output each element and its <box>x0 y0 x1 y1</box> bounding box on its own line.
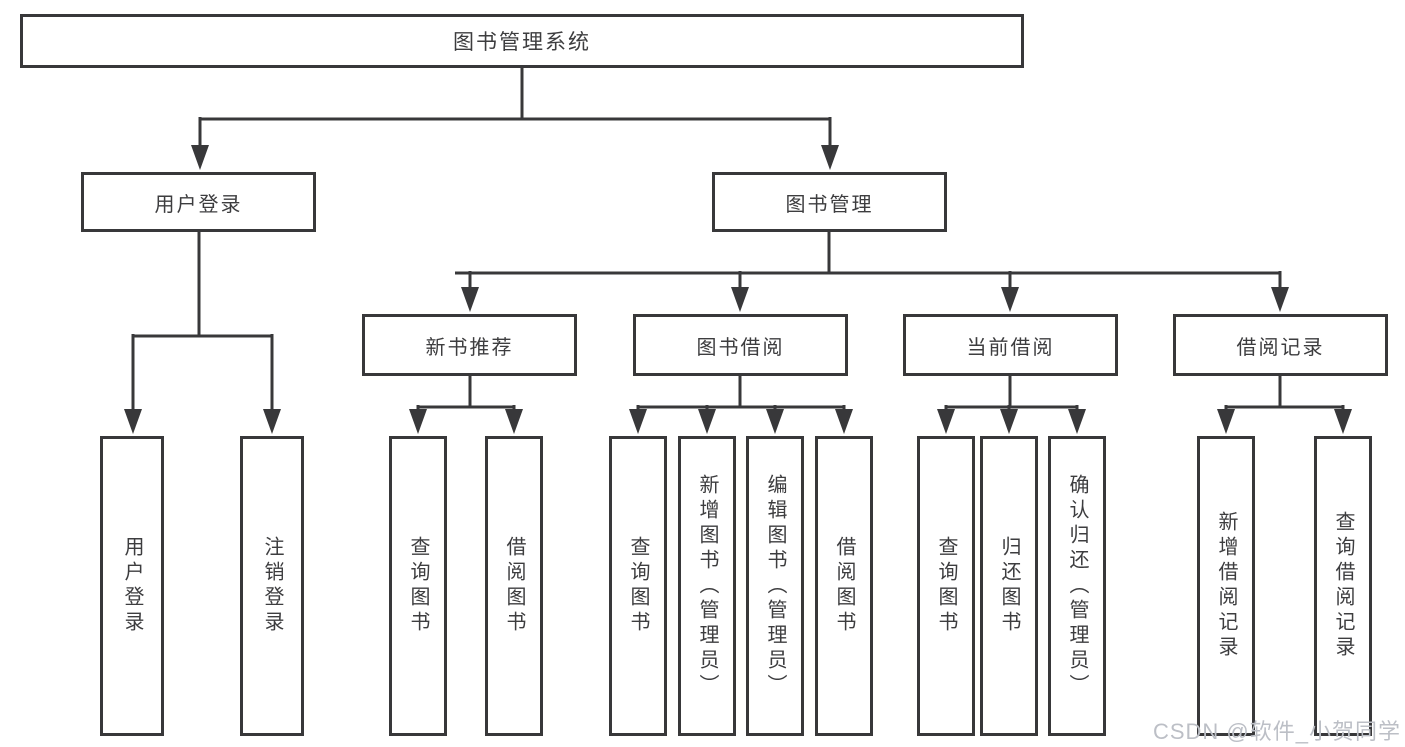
node-leaf-query-books-2: 查询图书 <box>609 436 667 736</box>
node-leaf-edit-book-admin-label: 编辑图书（管理员） <box>764 473 786 699</box>
node-leaf-edit-book-admin: 编辑图书（管理员） <box>746 436 804 736</box>
node-leaf-query-books-2-label: 查询图书 <box>627 536 649 636</box>
node-leaf-add-book-admin-label: 新增图书（管理员） <box>696 473 718 699</box>
node-leaf-query-borrow-record-label: 查询借阅记录 <box>1332 511 1354 661</box>
node-leaf-return-book: 归还图书 <box>980 436 1038 736</box>
node-leaf-logout-label: 注销登录 <box>261 536 283 636</box>
node-root-label: 图书管理系统 <box>453 31 591 54</box>
node-user-login-branch: 用户登录 <box>81 172 316 232</box>
node-current-borrow-label: 当前借阅 <box>966 336 1055 359</box>
node-leaf-query-books-3-label: 查询图书 <box>935 536 957 636</box>
node-leaf-return-book-label: 归还图书 <box>998 536 1020 636</box>
node-leaf-user-login-label: 用户登录 <box>121 536 143 636</box>
node-book-management-branch-label: 图书管理 <box>785 193 874 216</box>
node-leaf-add-borrow-record-label: 新增借阅记录 <box>1215 511 1237 661</box>
watermark: CSDN @软件_小贺同学 <box>1152 719 1401 744</box>
node-new-book-recommend-label: 新书推荐 <box>425 336 514 359</box>
node-book-management-branch: 图书管理 <box>712 172 947 232</box>
node-leaf-confirm-return-admin: 确认归还（管理员） <box>1048 436 1106 736</box>
node-user-login-branch-label: 用户登录 <box>154 193 243 216</box>
node-leaf-query-books-3: 查询图书 <box>917 436 975 736</box>
node-book-borrow: 图书借阅 <box>633 314 848 376</box>
node-leaf-borrow-books-2-label: 借阅图书 <box>833 536 855 636</box>
node-current-borrow: 当前借阅 <box>903 314 1118 376</box>
node-leaf-borrow-books-2: 借阅图书 <box>815 436 873 736</box>
node-leaf-query-books-1-label: 查询图书 <box>407 536 429 636</box>
node-leaf-add-borrow-record: 新增借阅记录 <box>1197 436 1255 736</box>
node-leaf-borrow-books-1-label: 借阅图书 <box>503 536 525 636</box>
node-root: 图书管理系统 <box>20 14 1024 68</box>
node-leaf-add-book-admin: 新增图书（管理员） <box>678 436 736 736</box>
node-borrow-records-label: 借阅记录 <box>1236 336 1325 359</box>
node-book-borrow-label: 图书借阅 <box>696 336 785 359</box>
node-borrow-records: 借阅记录 <box>1173 314 1388 376</box>
node-new-book-recommend: 新书推荐 <box>362 314 577 376</box>
node-leaf-user-login: 用户登录 <box>100 436 164 736</box>
node-leaf-confirm-return-admin-label: 确认归还（管理员） <box>1066 473 1088 699</box>
node-leaf-query-books-1: 查询图书 <box>389 436 447 736</box>
node-leaf-logout: 注销登录 <box>240 436 304 736</box>
node-leaf-borrow-books-1: 借阅图书 <box>485 436 543 736</box>
node-leaf-query-borrow-record: 查询借阅记录 <box>1314 436 1372 736</box>
